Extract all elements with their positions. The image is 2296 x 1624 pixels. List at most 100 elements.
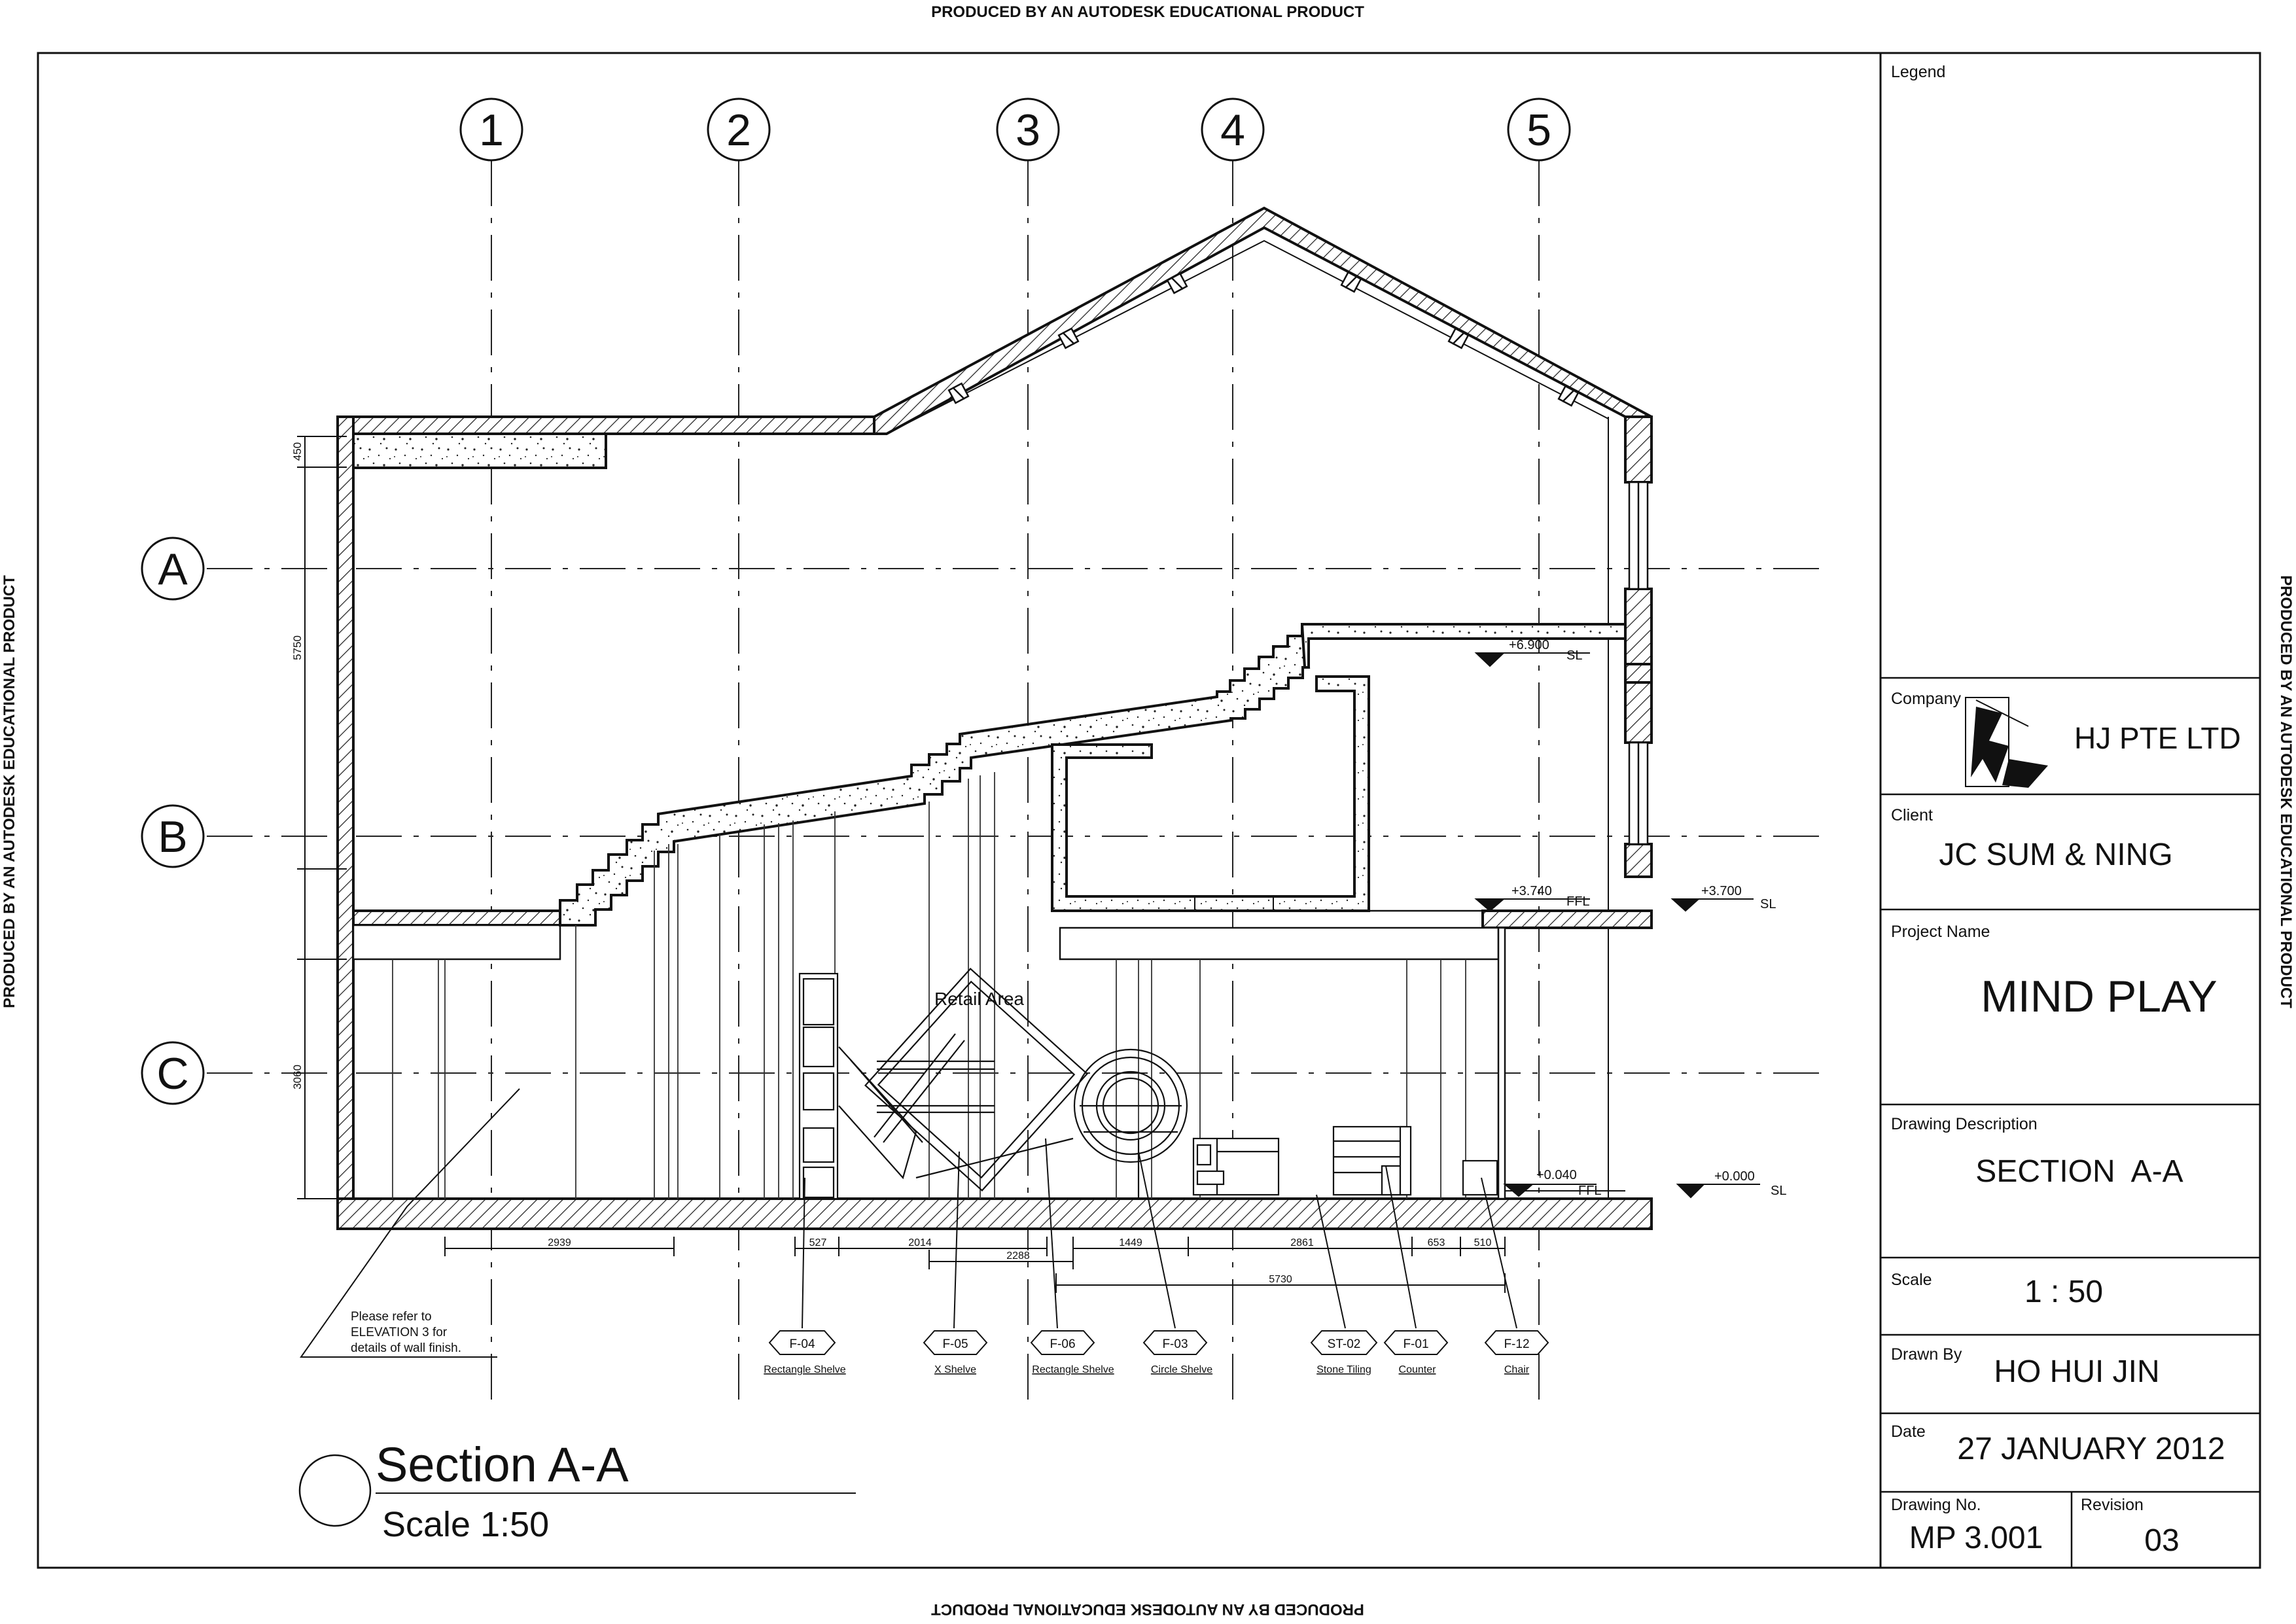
drawing-title: Section A-A Scale 1:50 [298,1438,856,1544]
drawing-title-scale: Scale 1:50 [382,1505,549,1544]
svg-text:A: A [158,544,188,594]
level-0000: +0.000 [1714,1169,1755,1184]
svg-text:2: 2 [726,105,751,155]
svg-text:C: C [156,1049,188,1099]
level-3700: +3.700 [1701,884,1742,898]
drawing-no-label: Drawing No. [1891,1496,1981,1514]
dim-450: 450 [291,442,304,461]
grid-lines [207,160,1819,1400]
upper-slab-left [352,909,561,927]
svg-text:F-06: F-06 [1050,1337,1075,1351]
svg-text:Counter: Counter [1399,1364,1437,1375]
level-0000-type: SL [1771,1184,1786,1198]
grid-bubble-4: 4 [1201,97,1265,162]
grid-bubble-3: 3 [996,97,1060,162]
svg-text:X Shelve: X Shelve [934,1364,976,1375]
svg-text:Chair: Chair [1504,1364,1530,1375]
right-wall-lower [1624,843,1653,878]
level-6900-type: SL [1566,648,1582,663]
grid-bubble-1: 1 [459,97,523,162]
title-block: Legend Company HJ PTE LTD Client JC SUM … [1879,53,2260,1568]
grid-bubble-A: A [141,537,205,601]
drawn-label: Drawn By [1891,1345,1962,1364]
dim-2861: 2861 [1290,1237,1314,1248]
scale-label: Scale [1891,1271,1932,1289]
grid-bubble-5: 5 [1507,97,1571,162]
building-section: +6.900 SL +3.740 FFL +3.700 SL +0.040 FF… [336,206,1786,1230]
svg-text:Stone Tiling: Stone Tiling [1316,1364,1371,1375]
tag-f01: F-01 Counter [1383,1330,1449,1375]
scale-value: 1 : 50 [2024,1275,2103,1309]
project-label: Project Name [1891,923,1990,941]
revision-label: Revision [2081,1496,2144,1514]
flat-roof [338,415,875,435]
left-wall [336,415,355,1200]
grid-bubble-B: B [141,804,205,868]
svg-text:4: 4 [1220,105,1245,155]
level-markers [1474,652,1760,1199]
level-6900: +6.900 [1509,638,1549,652]
svg-text:Please refer to: Please refer to [351,1310,432,1324]
drawing-no: MP 3.001 [1909,1521,2043,1555]
wall-finish-note: Please refer to ELEVATION 3 for details … [300,1088,520,1358]
svg-text:ELEVATION 3 for: ELEVATION 3 for [351,1326,448,1339]
horizontal-dimension-labels: 2939 527 2014 2288 1449 2861 653 510 573… [548,1237,1491,1285]
level-labels: +6.900 SL +3.740 FFL +3.700 SL +0.040 FF… [1509,638,1786,1198]
company-name: HJ PTE LTD [2074,721,2241,755]
grid-bubble-C: C [141,1041,205,1105]
svg-text:ST-02: ST-02 [1328,1337,1361,1351]
drawn-by: HO HUI JIN [1994,1354,2159,1389]
upper-slab-right [1481,909,1653,929]
level-3700-type: SL [1760,897,1776,911]
svg-text:Circle Shelve: Circle Shelve [1151,1364,1212,1375]
horizontal-dimensions [444,1237,1506,1293]
desc-label: Drawing Description [1891,1115,2038,1133]
tag-f04: F-04 Rectangle Shelve [764,1330,846,1375]
watermark-bottom: PRODUCED BY AN AUTODESK EDUCATIONAL PROD… [931,1600,1364,1618]
dim-2288: 2288 [1006,1250,1030,1262]
revision-value: 03 [2144,1523,2179,1558]
legend-label: Legend [1891,63,1945,81]
client-name: JC SUM & NING [1939,838,2172,872]
vertical-dimensions [297,436,347,1199]
level-3740-type: FFL [1566,894,1590,909]
svg-text:F-01: F-01 [1403,1337,1428,1351]
retail-area-label: Retail Area [934,989,1024,1009]
dim-5750: 5750 [291,635,304,660]
pitched-roof [873,206,1652,435]
sheet-border [37,52,2261,1569]
ground-slab [336,1197,1653,1230]
dim-2939: 2939 [548,1237,571,1248]
concrete-beam [352,432,607,469]
tag-f06: F-06 Rectangle Shelve [1030,1330,1114,1375]
watermark-left: PRODUCED BY AN AUTODESK EDUCATIONAL PROD… [1,575,18,1008]
wall-panels [392,772,1466,1199]
svg-text:Rectangle Shelve: Rectangle Shelve [764,1364,846,1375]
watermark-right: PRODUCED BY AN AUTODESK EDUCATIONAL PROD… [2277,575,2295,1008]
project-name: MIND PLAY [1981,972,2217,1021]
client-label: Client [1891,806,1933,824]
right-wall-windows [1628,481,1649,845]
rectangle-shelve-f04 [798,972,839,1200]
tag-f05: F-05 X Shelve [923,1330,988,1375]
dim-510: 510 [1474,1237,1492,1248]
company-logo [1965,697,2048,788]
svg-text:F-04: F-04 [789,1337,815,1351]
right-wall-upper [1624,415,1653,484]
svg-text:details of wall finish.: details of wall finish. [351,1341,461,1355]
level-3740: +3.740 [1511,884,1552,898]
level-0040: +0.040 [1536,1168,1577,1182]
watermark-top: PRODUCED BY AN AUTODESK EDUCATIONAL PROD… [931,3,1364,21]
stair-slab [559,623,1311,927]
svg-text:5: 5 [1527,105,1551,155]
drawing-title-text: Section A-A [376,1438,629,1492]
grid-row-bubbles: A B C [141,537,205,1105]
dim-3060: 3060 [291,1065,304,1089]
tag-f03: F-03 Circle Shelve [1142,1330,1212,1375]
furniture-tags: F-04 Rectangle Shelve F-05 X Shelve F-06… [764,1138,1549,1375]
date-label: Date [1891,1422,1926,1441]
drawing-description: SECTION A-A [1975,1154,2183,1189]
dim-653: 653 [1428,1237,1445,1248]
dim-1449: 1449 [1119,1237,1142,1248]
mezzanine-slab [1300,623,1627,669]
